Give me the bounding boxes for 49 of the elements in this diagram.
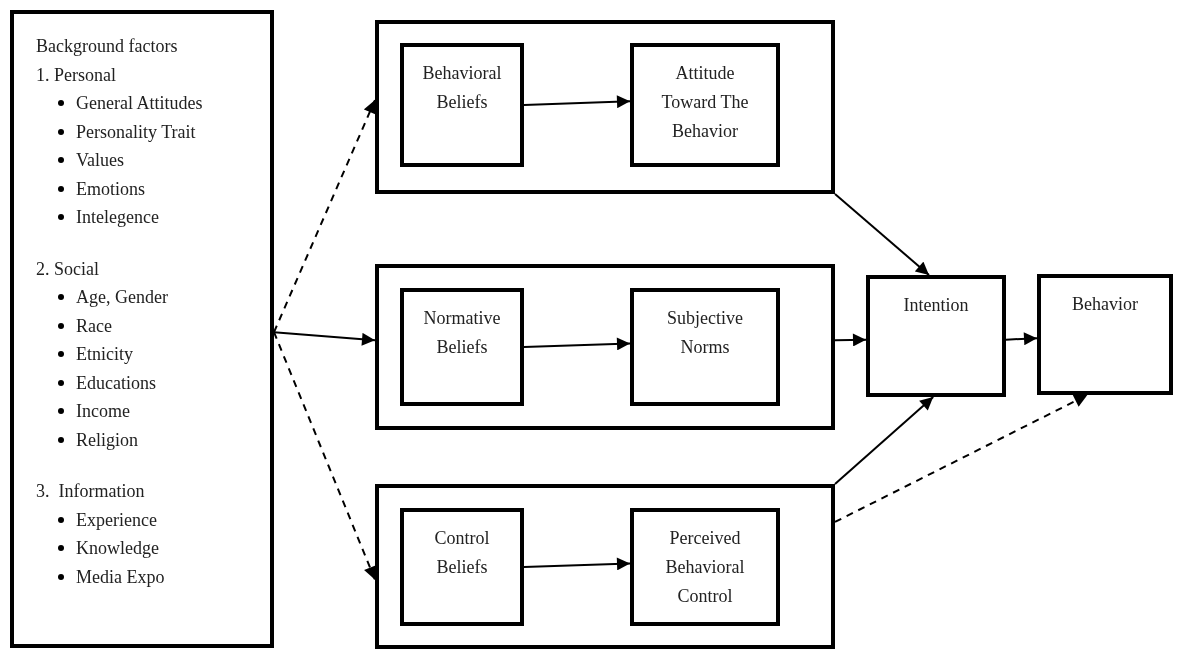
section-heading: 2. Social: [36, 257, 99, 281]
list-item: Educations: [76, 371, 156, 395]
list-item: Race: [76, 314, 112, 338]
concept-box: [866, 275, 1006, 397]
arrow: [834, 396, 935, 485]
concept-box: [1037, 274, 1173, 395]
concept-label: Behavioral Beliefs: [421, 62, 503, 114]
concept-box: [400, 288, 524, 406]
group-box: [375, 484, 835, 649]
concept-label: Normative Beliefs: [422, 307, 502, 359]
section-heading: 3. Information: [36, 480, 145, 503]
list-item: General Attitudes: [76, 92, 203, 115]
list-item: Values: [76, 149, 124, 172]
list-item: Media Expo: [76, 565, 165, 589]
arrow: [834, 193, 930, 276]
concept-box: [630, 288, 780, 406]
list-item: Etnicity: [76, 343, 133, 366]
arrow: [1005, 332, 1038, 346]
arrow: [523, 95, 631, 109]
list-item: Income: [76, 400, 130, 423]
concept-label: Control Beliefs: [433, 527, 491, 579]
arrow: [273, 331, 376, 346]
list-heading: Background factors: [36, 35, 178, 58]
arrow: [834, 394, 1089, 523]
concept-label: Perceived Behavioral Control: [664, 527, 746, 608]
list-item: Emotions: [76, 177, 145, 201]
factor-list-box: [10, 10, 274, 648]
list-item: Age, Gender: [76, 286, 168, 309]
concept-label: Intention: [903, 294, 969, 317]
group-box: [375, 20, 835, 194]
concept-label: Attitude Toward The Behavior: [660, 62, 750, 143]
arrow: [523, 557, 631, 571]
concept-label: Subjective Norms: [666, 307, 744, 359]
list-item: Experience: [76, 508, 157, 532]
concept-box: [400, 43, 524, 167]
list-item: Personality Trait: [76, 120, 196, 144]
list-item: Intelegence: [76, 206, 159, 229]
arrow: [273, 331, 377, 581]
concept-box: [400, 508, 524, 626]
group-box: [375, 264, 835, 430]
arrow: [273, 99, 376, 334]
concept-box: [630, 508, 780, 626]
section-heading: 1. Personal: [36, 63, 116, 87]
list-item: Knowledge: [76, 537, 159, 560]
arrow: [834, 333, 867, 347]
arrow: [523, 337, 631, 351]
concept-box: [630, 43, 780, 167]
list-item: Religion: [76, 428, 138, 452]
concept-label: Behavior: [1072, 293, 1138, 316]
